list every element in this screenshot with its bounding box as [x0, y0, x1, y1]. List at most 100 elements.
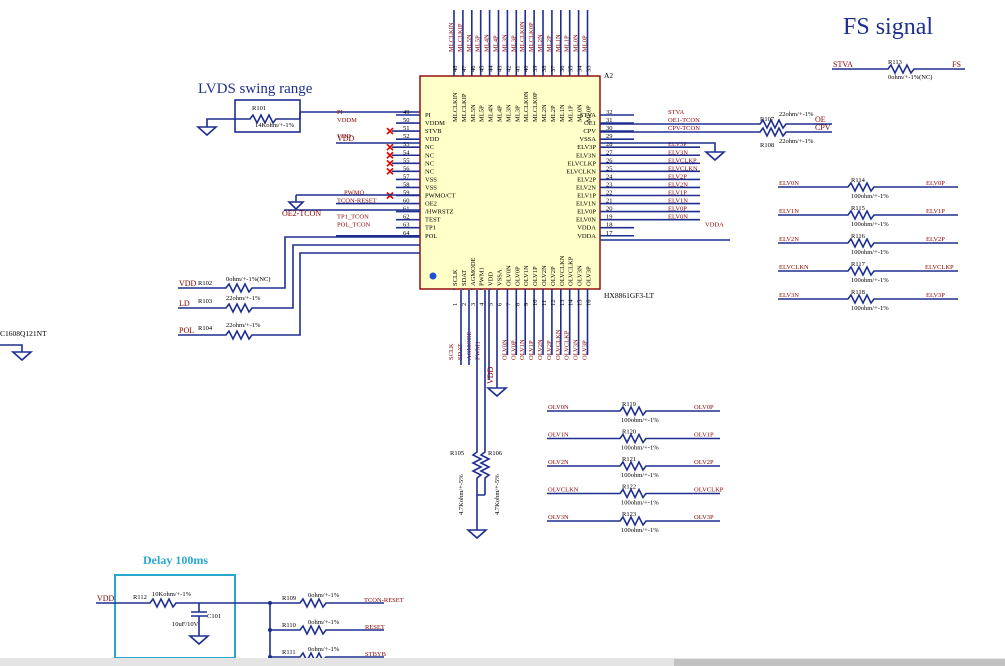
no-connect-marker	[386, 167, 394, 175]
resistor-value: 100ohm/+-1%	[851, 193, 889, 200]
pin-number: 18	[606, 222, 613, 229]
resistor-r102[interactable]: R102 0ohm/+-1%(NC) VDD	[178, 236, 420, 294]
svg-text:10Kohm/+-1%: 10Kohm/+-1%	[152, 591, 192, 598]
pin-number: 3	[470, 303, 477, 306]
net-label: OLV0P	[510, 340, 517, 360]
net-label: OLV0N	[548, 404, 569, 411]
net-label: PWMO	[344, 190, 365, 197]
resistor-r105[interactable]: R105 4.7Kohm/+-5%	[450, 440, 485, 515]
resistor-r106[interactable]: R106 4.7Kohm/+-5%	[479, 440, 503, 515]
pin-name: ELV1N	[576, 201, 596, 208]
resistor-r101[interactable]: R101 14Kohm/+-1%	[240, 105, 295, 129]
pin-number: 49	[403, 109, 410, 116]
net-label: POL_TCON	[337, 222, 371, 229]
net-label: OLV1P	[528, 340, 535, 360]
pin-number: 17	[606, 230, 613, 237]
svg-text:R104: R104	[198, 325, 213, 332]
pin-number: 41	[514, 66, 521, 73]
resistor-ref: R117	[851, 261, 866, 268]
svg-text:22ohm/+-1%: 22ohm/+-1%	[226, 322, 261, 329]
svg-text:R106: R106	[488, 450, 503, 457]
pin-number: 29	[606, 133, 613, 140]
net-label: ML1N	[555, 34, 562, 52]
pin-number: 4	[479, 302, 486, 306]
svg-text:R107: R107	[760, 116, 775, 123]
net-label: OLV2P	[546, 340, 553, 360]
pin-number: 55	[403, 157, 410, 164]
ic-pins: 48MLCLKINMLCLKIN47MLCLKIPMLCLKIP46ML5NML…	[336, 10, 724, 360]
resistor-r104[interactable]: R104 22ohm/+-1% POL	[178, 252, 420, 341]
pin-name: VSSA	[497, 269, 504, 286]
resistor-r113[interactable]: R113 0ohm/+-1%(NC) STVA FS	[832, 59, 965, 81]
pin-number: 47	[461, 65, 468, 72]
pin-number: 57	[403, 173, 410, 180]
pin-name: OLV3N	[577, 265, 584, 286]
net-label: ELV3N	[779, 292, 799, 299]
pin-number: 19	[606, 214, 613, 221]
pin-name: OLV0P	[514, 266, 521, 286]
horizontal-scrollbar[interactable]	[0, 658, 1005, 666]
net-label: OLV1P	[694, 432, 714, 439]
net-label: MLCLKIN	[448, 22, 455, 52]
no-connect-marker	[386, 143, 394, 151]
svg-text:22ohm/+-1%: 22ohm/+-1%	[779, 111, 814, 118]
net-label: STVA	[668, 109, 684, 116]
net-label: ELV3N	[668, 149, 688, 156]
resistor-r112[interactable]: R112 10Kohm/+-1% VDD	[96, 591, 270, 609]
pin-name: ML4P	[497, 105, 504, 122]
pin-name: /HWRSTZ	[425, 209, 454, 216]
pin-number: 7	[505, 302, 512, 306]
pin-number: 42	[505, 66, 512, 73]
pin-name: ML0N	[577, 104, 584, 122]
left-wiring: VDD OE2-TCON	[282, 134, 420, 218]
svg-text:14Kohm/+-1%: 14Kohm/+-1%	[255, 122, 295, 129]
net-label: ML5P	[475, 35, 482, 52]
net-label: ELV1P	[926, 208, 945, 215]
pin-number: 62	[403, 214, 410, 221]
pin-number: 26	[606, 157, 613, 164]
svg-text:R103: R103	[198, 298, 212, 305]
pin-number: 9	[523, 303, 530, 306]
pin-name: CPV	[583, 128, 596, 135]
pin-number: 10	[532, 300, 539, 307]
resistor-r107[interactable]: R107 22ohm/+-1% OE	[600, 111, 832, 130]
resistor-value: 100ohm/+-1%	[621, 417, 659, 424]
pin-number: 60	[403, 198, 410, 205]
resistor-value: 100ohm/+-1%	[621, 445, 659, 452]
capacitor-c101[interactable]: C101 10uF/10V	[172, 603, 221, 646]
resistor-value: 100ohm/+-1%	[851, 221, 889, 228]
net-label: OLV1N	[548, 432, 569, 439]
net-label: ELVCLKP	[925, 264, 954, 271]
pin-name: MLCLK0P	[532, 92, 539, 122]
pin-name: ML3P	[514, 105, 521, 122]
net-label: MLCLK0P	[528, 22, 535, 52]
pin-name: OLV1N	[523, 265, 530, 286]
ic-hx8861[interactable]: A2 HX8861GF3-LT	[419, 71, 655, 300]
pin-name: STVB	[425, 128, 442, 135]
net-label: ELVCLKN	[668, 165, 698, 172]
pin-number: 32	[606, 109, 613, 116]
svg-text:LD: LD	[179, 299, 190, 308]
svg-text:VDD: VDD	[97, 594, 115, 603]
net-label: ELV0N	[779, 180, 799, 187]
resistor-r103[interactable]: R103 22ohm/+-1% LD	[178, 244, 420, 314]
pin-number: 23	[606, 181, 613, 188]
resistor-r108[interactable]: R108 22ohm/+-1% CPV	[600, 123, 832, 149]
lvds-label: LVDS swing range	[198, 81, 313, 97]
pin-number: 16	[586, 299, 593, 306]
scrollbar-thumb[interactable]	[674, 659, 1005, 666]
pin-name: OLV0N	[505, 265, 512, 286]
